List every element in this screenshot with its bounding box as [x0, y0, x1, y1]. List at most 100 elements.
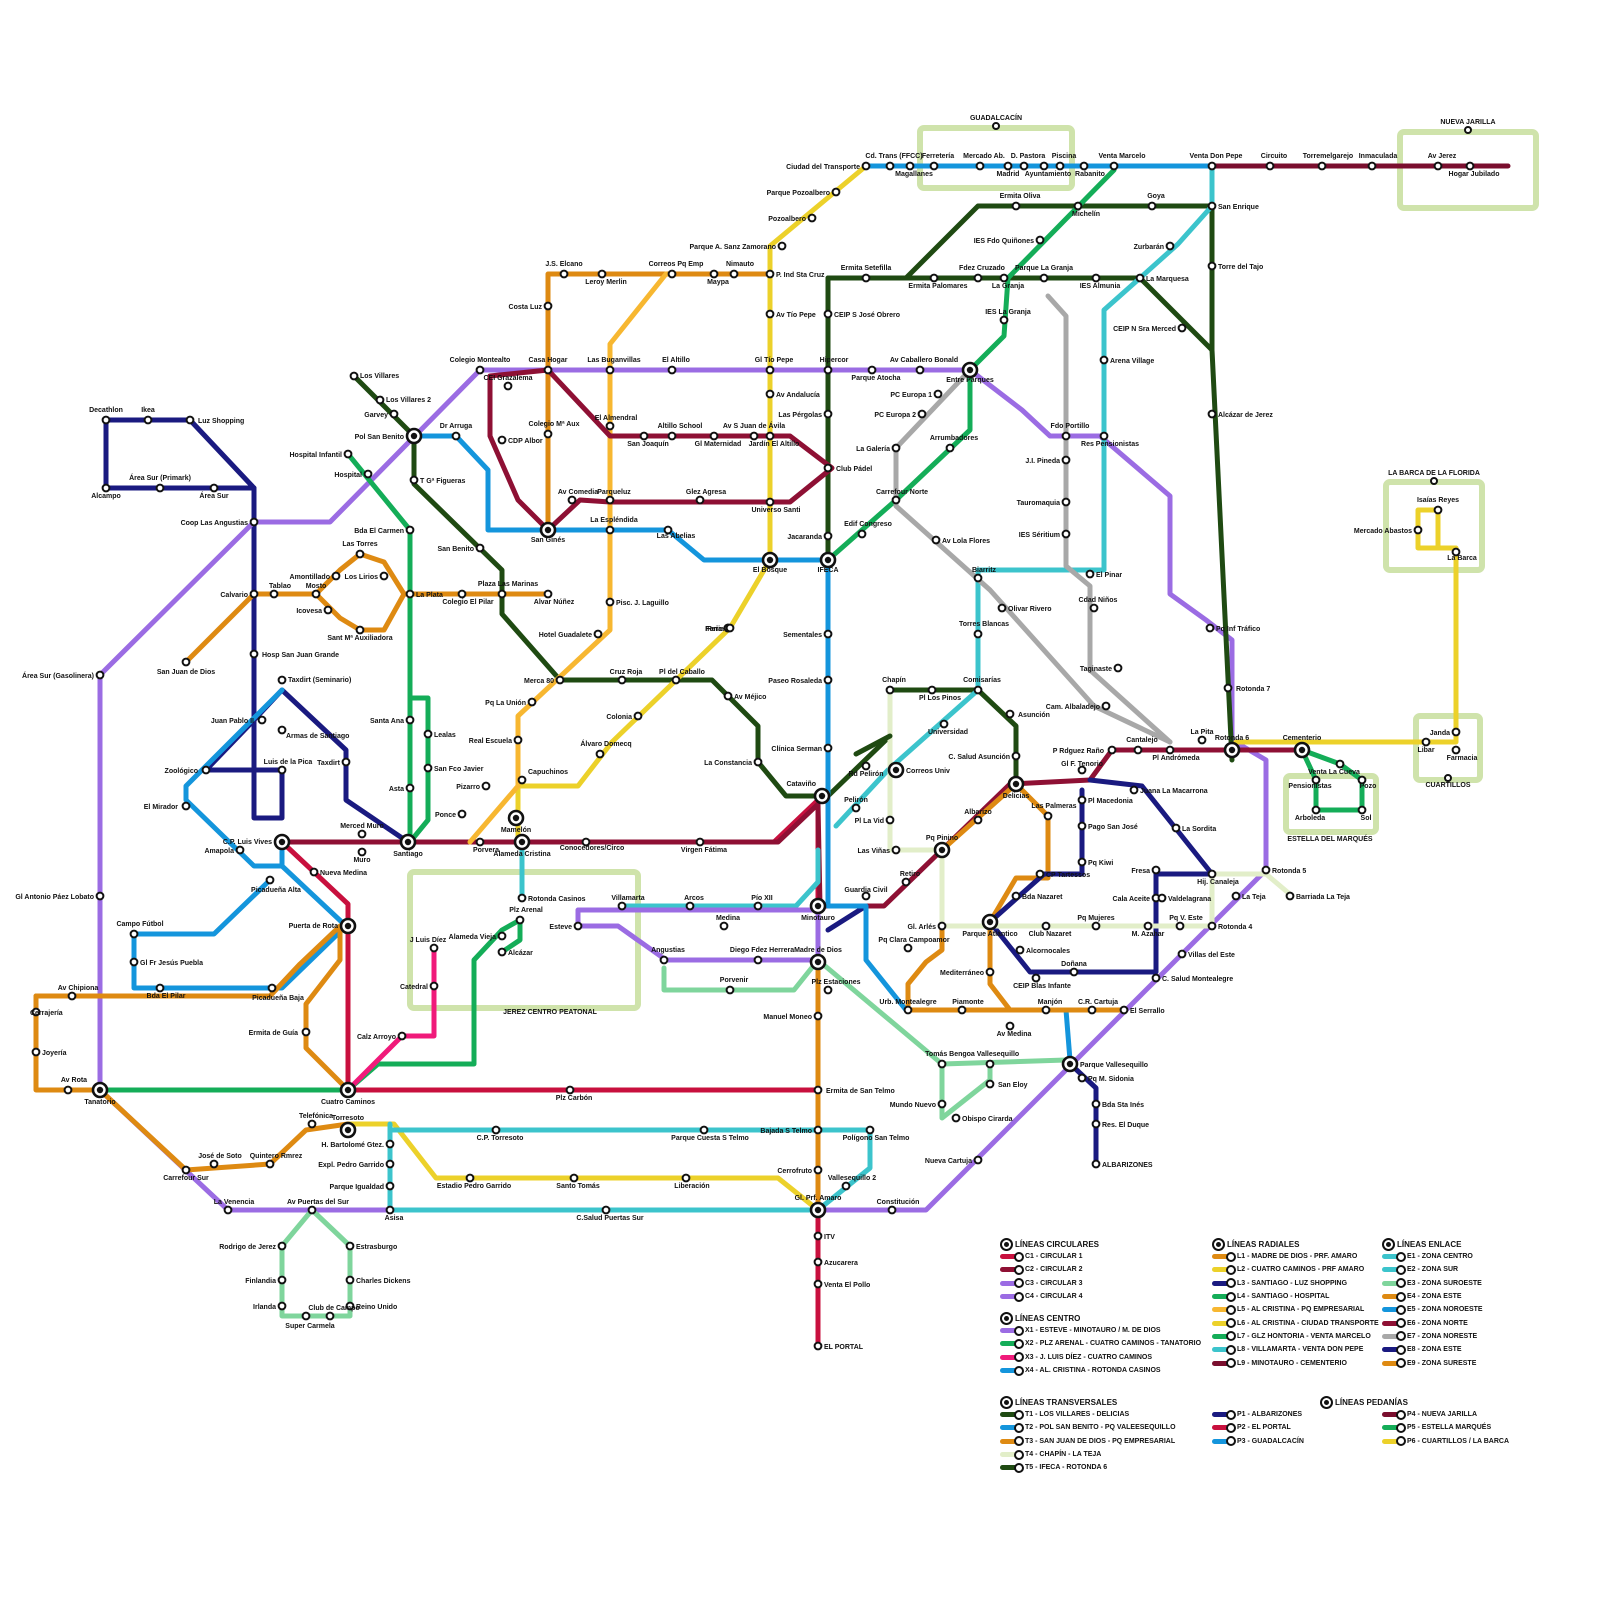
station-mundo-nuevo[interactable]: [939, 1101, 946, 1108]
station-ermita-palomares[interactable]: [931, 275, 938, 282]
station-av-puertas-del-sur[interactable]: [309, 1207, 316, 1214]
station-cei-grazalema[interactable]: [505, 383, 512, 390]
station-los-villares[interactable]: [351, 373, 358, 380]
station-alvar-nunez[interactable]: [545, 591, 552, 598]
station-san-fco-javier[interactable]: [425, 765, 432, 772]
station-angustias[interactable]: [661, 957, 668, 964]
station-mercado-ab[interactable]: [977, 163, 984, 170]
station-madrid[interactable]: [1005, 163, 1012, 170]
station-tomas-bengoa[interactable]: [939, 1061, 946, 1068]
station-pl-macedonia[interactable]: [1079, 797, 1086, 804]
station-av-rota[interactable]: [65, 1087, 72, 1094]
station-taxdirt-seminario[interactable]: [279, 677, 286, 684]
station-el-pinar[interactable]: [1087, 571, 1094, 578]
station-picaduena-alta[interactable]: [267, 877, 274, 884]
station-av-andalucia[interactable]: [767, 391, 774, 398]
station-dr-arruga[interactable]: [453, 433, 460, 440]
station-universidad[interactable]: [941, 721, 948, 728]
station-fresa[interactable]: [1153, 867, 1160, 874]
station-las-pergolas[interactable]: [825, 411, 832, 418]
station-el-almendral[interactable]: [607, 423, 614, 430]
station-alvaro-domecq[interactable]: [597, 751, 604, 758]
station-jardin-el-altillo[interactable]: [767, 433, 774, 440]
station-los-lirios[interactable]: [381, 573, 388, 580]
station-maypa[interactable]: [711, 271, 718, 278]
station-amapola[interactable]: [237, 847, 244, 854]
station-venta-marcelo[interactable]: [1111, 163, 1118, 170]
station-ikea[interactable]: [145, 417, 152, 424]
station-isaias-reyes[interactable]: [1435, 507, 1442, 514]
station-muro[interactable]: [359, 849, 366, 856]
station-c-r-cartuja[interactable]: [1089, 1007, 1096, 1014]
station-arena-village[interactable]: [1101, 357, 1108, 364]
station-icovesa[interactable]: [325, 607, 332, 614]
station-cerrofruto[interactable]: [815, 1167, 822, 1174]
station-c-salud-montealegre[interactable]: [1153, 975, 1160, 982]
station-costa-luz[interactable]: [545, 303, 552, 310]
station-goya[interactable]: [1149, 203, 1156, 210]
station-luis-de-la-pica[interactable]: [279, 767, 286, 774]
station-alcornocales[interactable]: [1017, 947, 1024, 954]
station-hotel-guadalete[interactable]: [595, 631, 602, 638]
station-pq-mujeres[interactable]: [1093, 923, 1100, 930]
station-ies-seritium[interactable]: [1063, 531, 1070, 538]
station-jacaranda[interactable]: [825, 533, 832, 540]
station-pq-la-union[interactable]: [529, 699, 536, 706]
station-mercado-abastos[interactable]: [1415, 527, 1422, 534]
station-av-comedia[interactable]: [569, 497, 576, 504]
station-medina[interactable]: [721, 923, 728, 930]
station-cam-albaladejo[interactable]: [1103, 703, 1110, 710]
station-albarizones[interactable]: [1093, 1161, 1100, 1168]
station-cd-trans-ffcc[interactable]: [887, 163, 894, 170]
station-chapin[interactable]: [887, 687, 894, 694]
station-la-teja[interactable]: [1233, 893, 1240, 900]
station-alameda-vieja[interactable]: [499, 933, 506, 940]
station-correos-pq-emp[interactable]: [669, 271, 676, 278]
station-av-caballero-bonald[interactable]: [917, 367, 924, 374]
station-av-lola-flores[interactable]: [933, 537, 940, 544]
station-venta-la-cueva[interactable]: [1337, 761, 1344, 768]
station-peliron[interactable]: [853, 805, 860, 812]
station-res-pensionistas[interactable]: [1101, 433, 1108, 440]
station-j-s-elcano[interactable]: [561, 271, 568, 278]
station-manuel-moneo[interactable]: [815, 1013, 822, 1020]
station-ermita-de-guia[interactable]: [303, 1029, 310, 1036]
station-area-sur[interactable]: [211, 485, 218, 492]
station-san-enrique[interactable]: [1209, 203, 1216, 210]
station-las-torres[interactable]: [357, 551, 364, 558]
station-clinica-serman[interactable]: [825, 745, 832, 752]
station-ciudad-del-transporte[interactable]: [863, 163, 870, 170]
station-club-padel[interactable]: [825, 465, 832, 472]
station-retiro[interactable]: [903, 879, 910, 886]
station-colonia[interactable]: [635, 713, 642, 720]
station-bda-el-pilar[interactable]: [157, 985, 164, 992]
station-bda-nazaret[interactable]: [1013, 893, 1020, 900]
station-quintero-rmrez[interactable]: [267, 1161, 274, 1168]
station-m-azahar[interactable]: [1145, 923, 1152, 930]
station-ies-la-granja[interactable]: [1001, 317, 1008, 324]
station-las-buganvillas[interactable]: [607, 367, 614, 374]
station-real-escuela[interactable]: [515, 737, 522, 744]
station-rotonda-7[interactable]: [1225, 685, 1232, 692]
station-gl-tio-pepe[interactable]: [767, 367, 774, 374]
station-parque-igualdad[interactable]: [387, 1183, 394, 1190]
station-feria-l6[interactable]: [727, 625, 734, 632]
station-super-carmela[interactable]: [303, 1313, 310, 1320]
station-pq-kiwi[interactable]: [1079, 859, 1086, 866]
station-ceip-blas-infante[interactable]: [1033, 975, 1040, 982]
station-san-joaquin[interactable]: [641, 433, 648, 440]
station-coop-las-angustias[interactable]: [251, 519, 258, 526]
station-sant-m-auxiliadora[interactable]: [357, 627, 364, 634]
station-charles-dickens[interactable]: [347, 1277, 354, 1284]
station-santa-ana[interactable]: [407, 717, 414, 724]
station-pl-andromeda[interactable]: [1167, 747, 1174, 754]
station-sementales[interactable]: [825, 631, 832, 638]
station-pio-xii[interactable]: [755, 903, 762, 910]
station-zurbaran[interactable]: [1167, 243, 1174, 250]
station-la-galeria[interactable]: [893, 445, 900, 452]
station-inmaculada[interactable]: [1369, 163, 1376, 170]
station-c-salud-puertas-sur[interactable]: [603, 1207, 610, 1214]
station-los-villares-2[interactable]: [377, 397, 384, 404]
station-casa-hogar[interactable]: [545, 367, 552, 374]
station-irlanda[interactable]: [279, 1303, 286, 1310]
